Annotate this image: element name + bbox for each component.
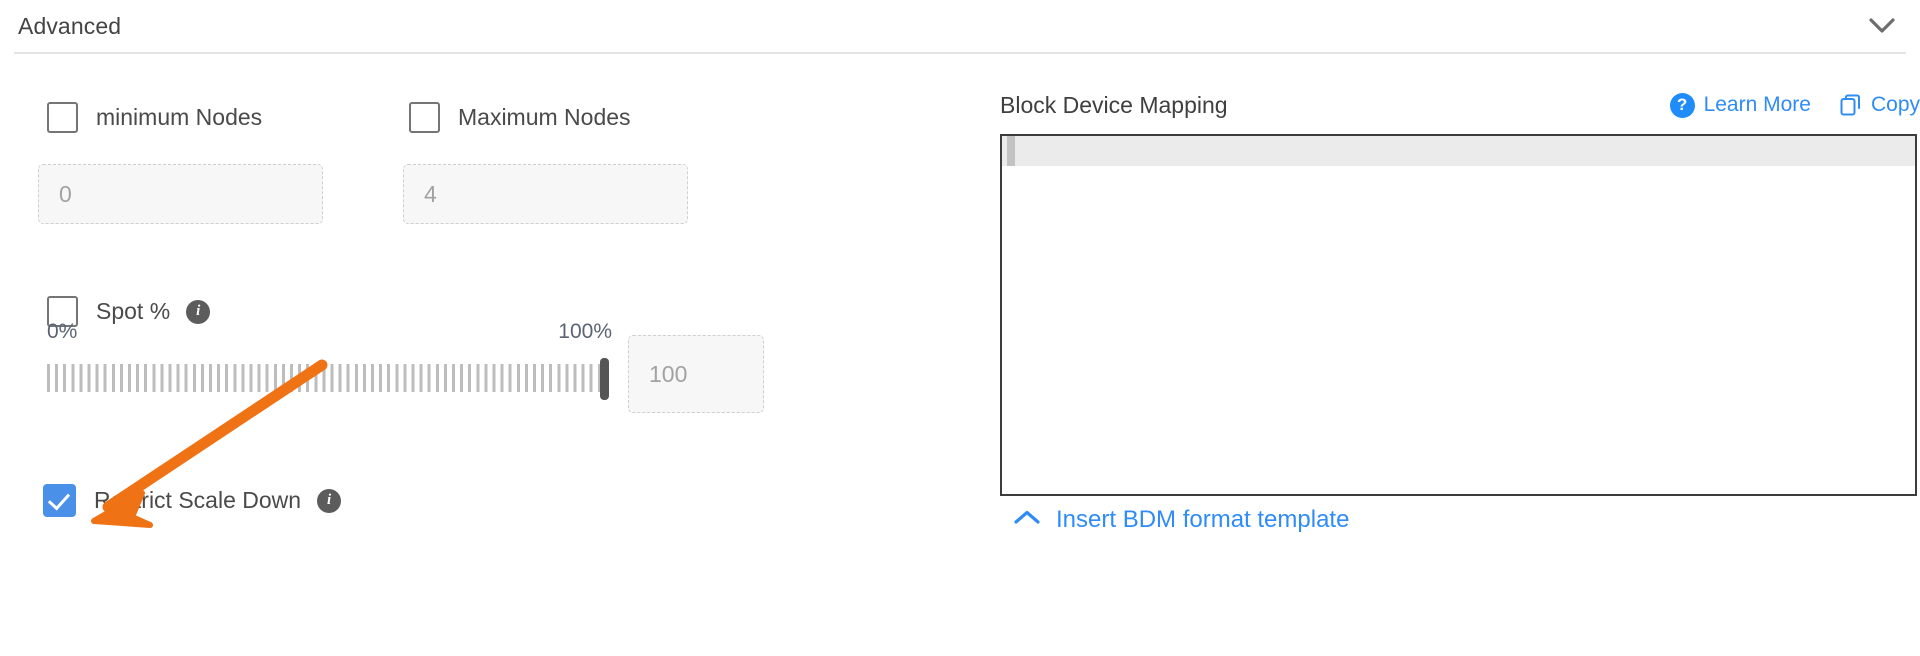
restrict-scale-down-field-group: Restrict Scale Down i — [43, 484, 342, 517]
spot-percent-field-group: Spot % i — [47, 296, 211, 327]
max-nodes-checkbox[interactable] — [409, 102, 440, 133]
spot-percent-checkbox[interactable] — [47, 296, 78, 327]
copy-label: Copy — [1870, 93, 1920, 116]
editor-active-line — [1002, 136, 1915, 166]
min-nodes-checkbox[interactable] — [47, 102, 78, 133]
learn-more-label: Learn More — [1703, 93, 1811, 116]
section-header[interactable]: Advanced — [0, 0, 1920, 52]
spot-percent-label: Spot % — [96, 298, 171, 324]
restrict-scale-down-label: Restrict Scale Down — [94, 487, 302, 513]
slider-min-label: 0% — [47, 320, 78, 343]
block-device-mapping-actions: ? Learn More Copy — [1669, 92, 1920, 118]
spot-percent-slider-group: 0% 100% — [47, 320, 612, 400]
header-divider — [14, 52, 1906, 54]
info-icon[interactable]: i — [317, 488, 342, 513]
chevron-up-icon — [1014, 510, 1040, 530]
editor-cursor — [1007, 136, 1015, 166]
page-title: Advanced — [18, 12, 122, 39]
info-icon[interactable]: i — [186, 299, 211, 324]
slider-thumb[interactable] — [600, 358, 609, 400]
copy-button[interactable]: Copy — [1839, 93, 1920, 117]
slider-range-labels: 0% 100% — [47, 320, 612, 350]
question-circle-icon: ? — [1669, 92, 1695, 118]
restrict-scale-down-checkbox[interactable] — [43, 484, 76, 517]
max-nodes-label: Maximum Nodes — [458, 104, 631, 130]
copy-icon — [1839, 94, 1862, 117]
block-device-mapping-editor[interactable] — [1000, 134, 1917, 496]
min-nodes-label: minimum Nodes — [96, 104, 263, 130]
spot-percent-slider[interactable] — [47, 358, 612, 400]
slider-ticks — [47, 364, 607, 392]
left-column: minimum Nodes 0 Maximum Nodes 4 Spot % i… — [0, 52, 980, 656]
slider-max-label: 100% — [558, 320, 612, 343]
min-nodes-field-group: minimum Nodes — [47, 102, 262, 133]
insert-bdm-template-label: Insert BDM format template — [1056, 506, 1350, 533]
block-device-mapping-title: Block Device Mapping — [1000, 91, 1228, 118]
block-device-mapping-header: Block Device Mapping ? Learn More Copy — [1000, 88, 1920, 122]
min-nodes-input[interactable]: 0 — [38, 164, 323, 224]
max-nodes-input[interactable]: 4 — [403, 164, 688, 224]
insert-bdm-template-link[interactable]: Insert BDM format template — [1014, 506, 1349, 534]
max-nodes-field-group: Maximum Nodes — [409, 102, 631, 133]
chevron-down-icon[interactable] — [1862, 6, 1902, 46]
learn-more-link[interactable]: ? Learn More — [1669, 92, 1811, 118]
right-column: Block Device Mapping ? Learn More Copy — [1000, 52, 1920, 656]
spot-percent-value-input[interactable]: 100 — [628, 335, 764, 413]
